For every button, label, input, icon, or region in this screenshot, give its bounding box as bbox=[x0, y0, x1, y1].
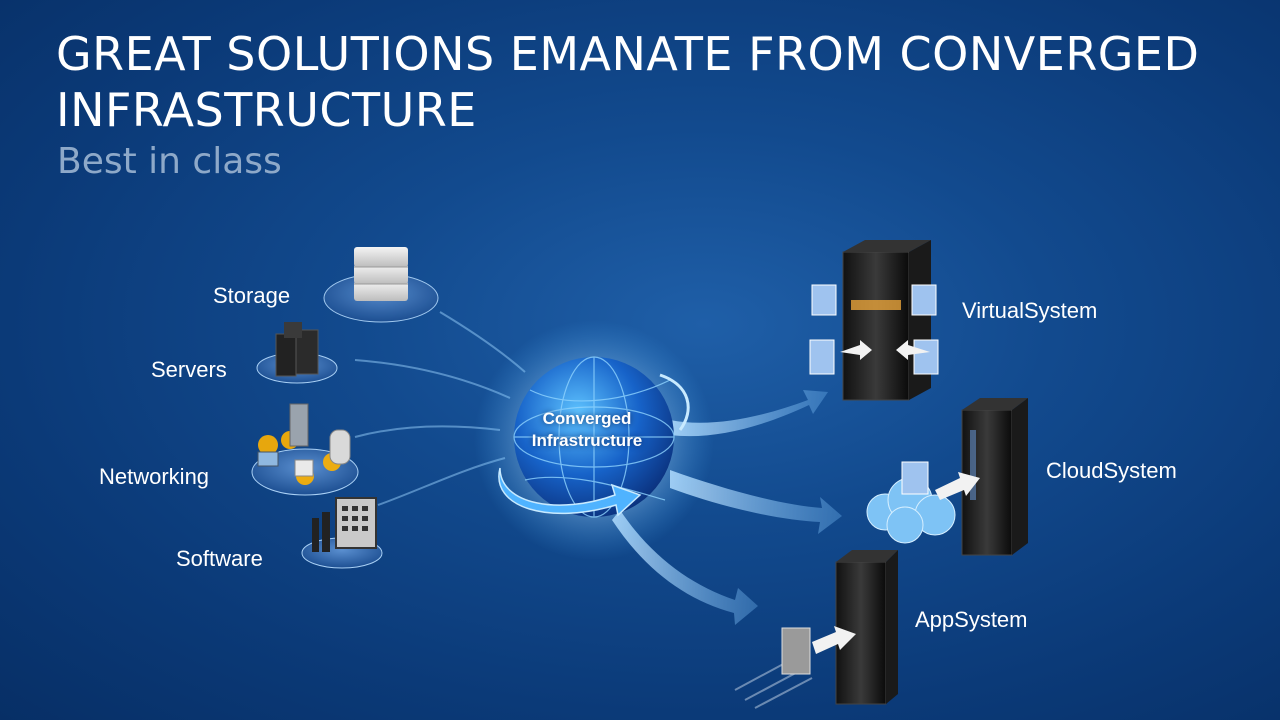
servers-icon bbox=[256, 322, 338, 384]
software-icon bbox=[301, 497, 383, 569]
slide-subtitle: Best in class bbox=[57, 141, 282, 182]
rack-cloud-icon bbox=[866, 398, 1028, 556]
hub-label-line2: Infrastructure bbox=[531, 431, 643, 450]
networking-icon bbox=[251, 403, 359, 496]
slide-title: GREAT SOLUTIONS EMANATE FROM CONVERGED I… bbox=[56, 27, 1200, 137]
output-label-cloudsystem: CloudSystem bbox=[1046, 458, 1177, 483]
input-label-storage: Storage bbox=[213, 283, 291, 308]
rack-server-icon bbox=[809, 240, 939, 401]
hub-label-line1: Converged bbox=[542, 409, 632, 428]
output-label-virtualsystem: VirtualSystem bbox=[962, 298, 1098, 323]
output-label-appsystem: AppSystem bbox=[915, 607, 1028, 632]
hub-label: Converged Infrastructure bbox=[512, 408, 662, 452]
storage-icon bbox=[323, 247, 439, 323]
rack-app-icon bbox=[734, 550, 898, 709]
input-label-software: Software bbox=[176, 546, 263, 571]
input-label-networking: Networking bbox=[99, 464, 210, 489]
input-label-servers: Servers bbox=[151, 357, 227, 382]
globe-icon bbox=[474, 320, 714, 560]
